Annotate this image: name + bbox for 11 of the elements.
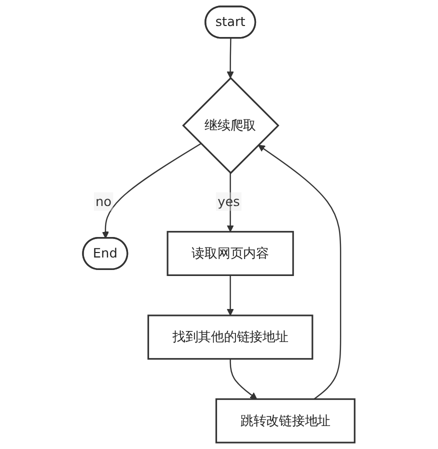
arrow: [102, 143, 202, 238]
node-box: 跳转改链接地址: [216, 398, 356, 444]
node-diamond: 继续爬取: [182, 76, 280, 174]
node-box: 找到其他的链接地址: [148, 314, 314, 360]
arrow: [230, 358, 258, 400]
arrow: [226, 38, 234, 78]
edge-label: no: [96, 194, 112, 210]
arrow: [226, 275, 234, 316]
arrow: [258, 144, 342, 400]
arrow: [226, 173, 234, 232]
node-box: 读取网页内容: [166, 230, 294, 276]
